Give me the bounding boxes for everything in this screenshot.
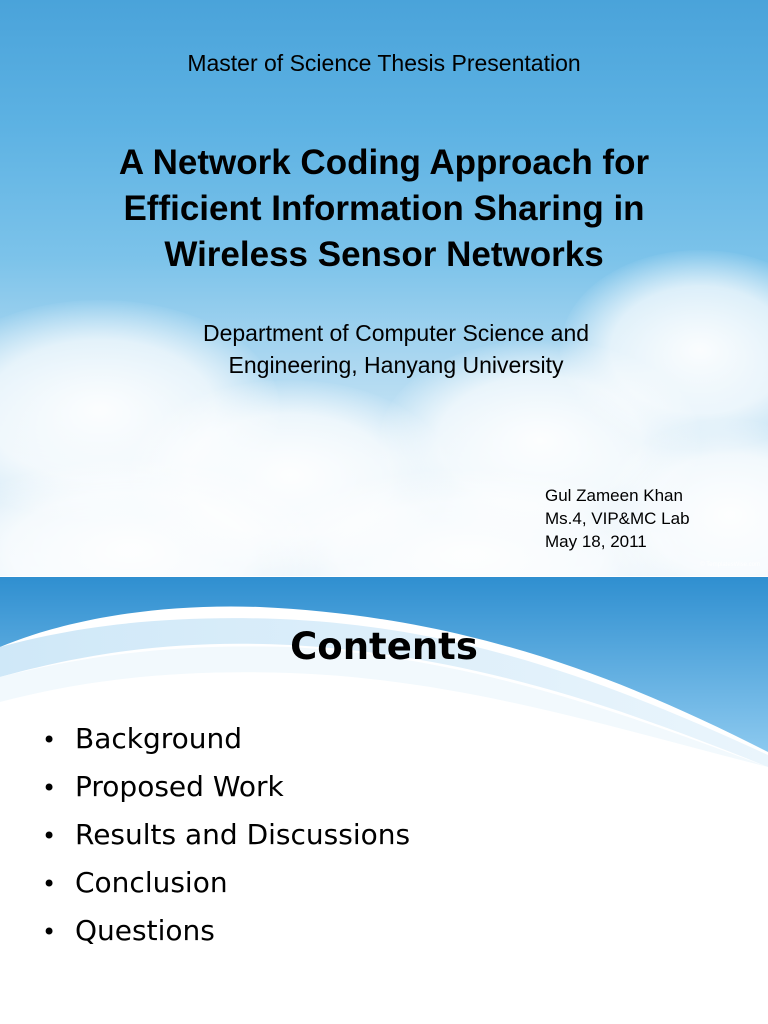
presentation-type-label: Master of Science Thesis Presentation	[187, 50, 581, 76]
list-item: • Conclusion	[42, 859, 410, 907]
author-name: Gul Zameen Khan	[545, 486, 683, 505]
list-item-label: Results and Discussions	[75, 818, 411, 851]
bullet-icon: •	[42, 870, 57, 898]
list-item: • Background	[42, 715, 410, 763]
title-slide: Master of Science Thesis Presentation A …	[0, 0, 768, 576]
thesis-title-line: A Network Coding Approach for	[118, 143, 650, 182]
department-line: Engineering, Hanyang University	[228, 352, 564, 378]
contents-slide: Contents • Background • Proposed Work • Res…	[0, 577, 768, 1024]
contents-heading: Contents	[290, 625, 478, 668]
list-item: • Questions	[42, 907, 410, 955]
thesis-title-line: Efficient Information Sharing in	[123, 189, 645, 228]
wave-header-decoration	[0, 577, 768, 767]
list-item-label: Background	[75, 722, 243, 755]
list-item: • Proposed Work	[42, 763, 410, 811]
contents-list: • Background • Proposed Work • Results and …	[42, 715, 410, 955]
cloud-decoration	[560, 250, 768, 450]
department-line: Department of Computer Science and	[202, 320, 590, 346]
list-item-label: Conclusion	[75, 866, 228, 899]
bullet-icon: •	[42, 918, 57, 946]
list-item-label: Proposed Work	[75, 770, 284, 803]
bullet-icon: •	[42, 774, 57, 802]
author-lab: Ms.4, VIP&MC Lab	[545, 509, 690, 528]
template-watermark: © TemplatesWise.com	[700, 562, 760, 568]
department-affiliation: Department of Computer Science and Engin…	[100, 317, 692, 381]
list-item: • Results and Discussions	[42, 811, 410, 859]
thesis-title-line: Wireless Sensor Networks	[164, 235, 604, 274]
list-item-label: Questions	[75, 914, 215, 947]
presentation-date: May 18, 2011	[545, 532, 647, 551]
bullet-icon: •	[42, 822, 57, 850]
thesis-title: A Network Coding Approach for Efficient …	[60, 140, 708, 278]
author-block: Gul Zameen Khan Ms.4, VIP&MC Lab May 18,…	[545, 484, 690, 553]
bullet-icon: •	[42, 726, 57, 754]
